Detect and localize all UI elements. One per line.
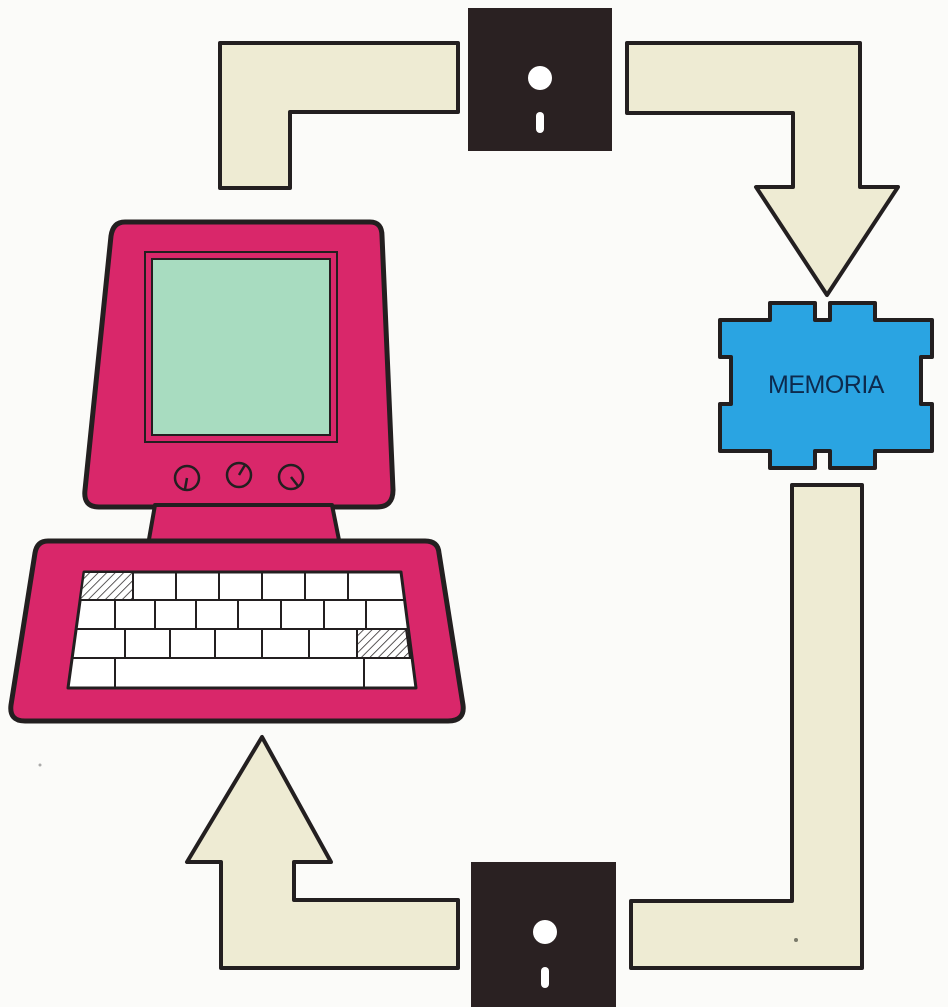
computer-icon (11, 222, 463, 721)
control-knobs (175, 463, 303, 490)
disk-index-slot (541, 967, 549, 988)
print-speck (39, 764, 42, 767)
print-speck (794, 938, 798, 942)
arrow-bottom-disk-to-computer (187, 737, 458, 968)
keyboard-keys (68, 572, 416, 688)
hatched-key (357, 629, 410, 658)
memory-label: MEMORIA (768, 371, 885, 399)
arrow-top-disk-to-memory (627, 43, 898, 295)
hatched-key (80, 572, 133, 600)
arrow-memory-to-bottom-disk (631, 485, 862, 968)
disk-hub-hole (528, 66, 552, 90)
floppy-disk-icon (471, 862, 616, 1007)
floppy-disk-icon (468, 8, 612, 151)
disk-index-slot (536, 112, 544, 133)
memory-chip-icon: MEMORIA (720, 303, 932, 468)
arrow-computer-to-top-disk (220, 43, 458, 188)
screen (152, 259, 330, 435)
disk-hub-hole (533, 920, 557, 944)
